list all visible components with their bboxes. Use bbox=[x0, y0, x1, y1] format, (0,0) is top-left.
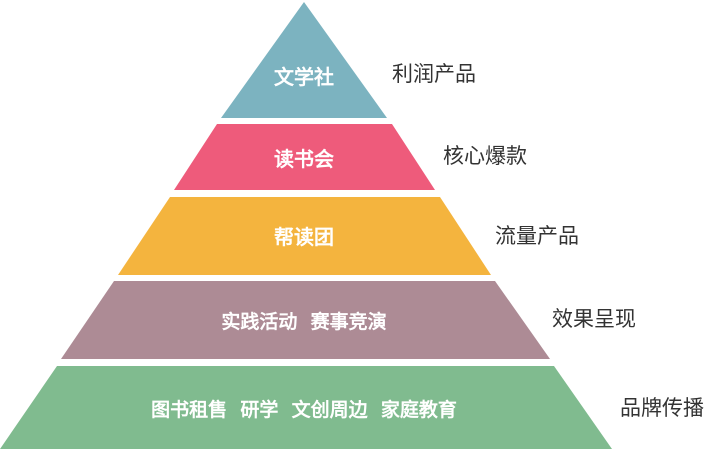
tier-4-shape bbox=[61, 281, 550, 359]
tier-4-side-label: 效果呈现 bbox=[552, 307, 636, 331]
tier-1-side-label: 利润产品 bbox=[392, 62, 476, 86]
tier-1-shape bbox=[221, 2, 387, 118]
tier-2-shape bbox=[174, 124, 435, 190]
tier-4-label: 实践活动 赛事竞演 bbox=[221, 310, 386, 333]
tier-5-shape bbox=[0, 366, 612, 449]
tier-2-side-label: 核心爆款 bbox=[443, 144, 527, 168]
tier-5-label: 图书租售 研学 文创周边 家庭教育 bbox=[151, 398, 457, 421]
tier-2-label: 读书会 bbox=[274, 147, 334, 171]
tier-3-side-label: 流量产品 bbox=[495, 224, 579, 248]
tier-1-label: 文学社 bbox=[274, 65, 334, 89]
tier-3-label: 帮读团 bbox=[274, 225, 334, 249]
tier-3-shape bbox=[118, 197, 491, 275]
tier-5-side-label: 品牌传播 bbox=[620, 396, 704, 420]
